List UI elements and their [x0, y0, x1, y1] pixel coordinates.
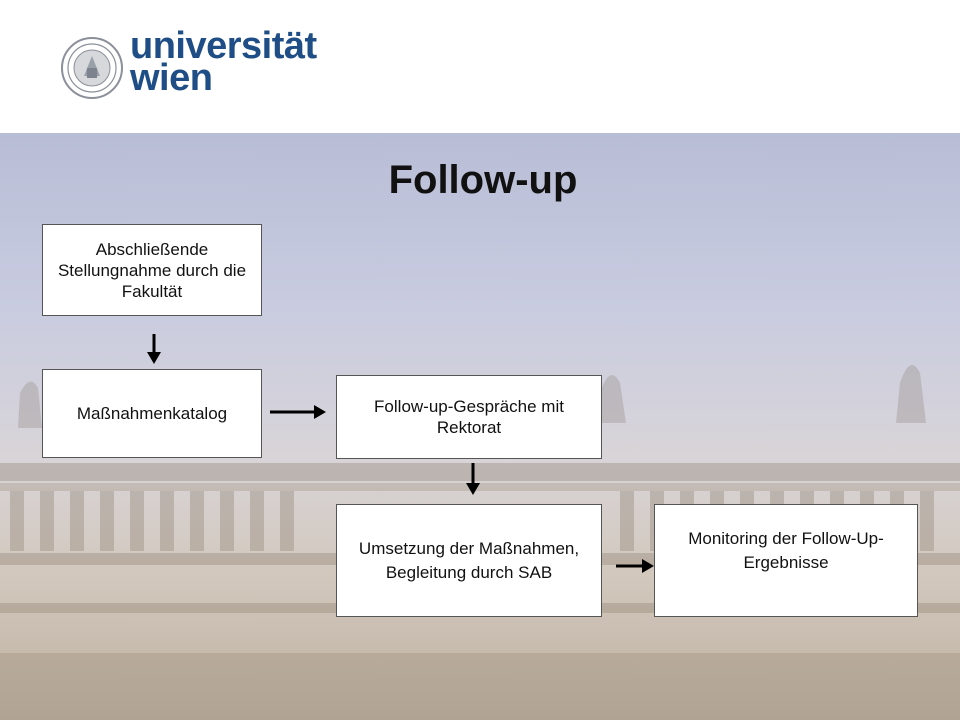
university-seal-icon: [61, 37, 123, 99]
box-monitoring: Monitoring der Follow-Up-Ergebnisse: [654, 504, 918, 617]
university-logo: universität wien: [60, 27, 317, 108]
box-umsetzung: Umsetzung der Maßnahmen, Begleitung durc…: [336, 504, 602, 617]
logo-wordmark: universität wien: [130, 25, 317, 99]
box-stellungnahme: Abschließende Stellungnahme durch die Fa…: [42, 224, 262, 316]
box-gespraeche: Follow-up-Gespräche mit Rektorat: [336, 375, 602, 459]
logo-line-2: wien: [130, 57, 213, 99]
arrow-down-2-icon: [466, 463, 480, 495]
arrow-right-2-icon: [616, 559, 654, 573]
arrow-right-1-icon: [270, 405, 326, 419]
slide-title: Follow-up: [388, 158, 578, 202]
arrow-down-1-icon: [147, 334, 161, 364]
logo-line-1: universität: [130, 25, 317, 67]
box-massnahmenkatalog: Maßnahmenkatalog: [42, 369, 262, 458]
header-bar: universität wien: [0, 0, 960, 133]
